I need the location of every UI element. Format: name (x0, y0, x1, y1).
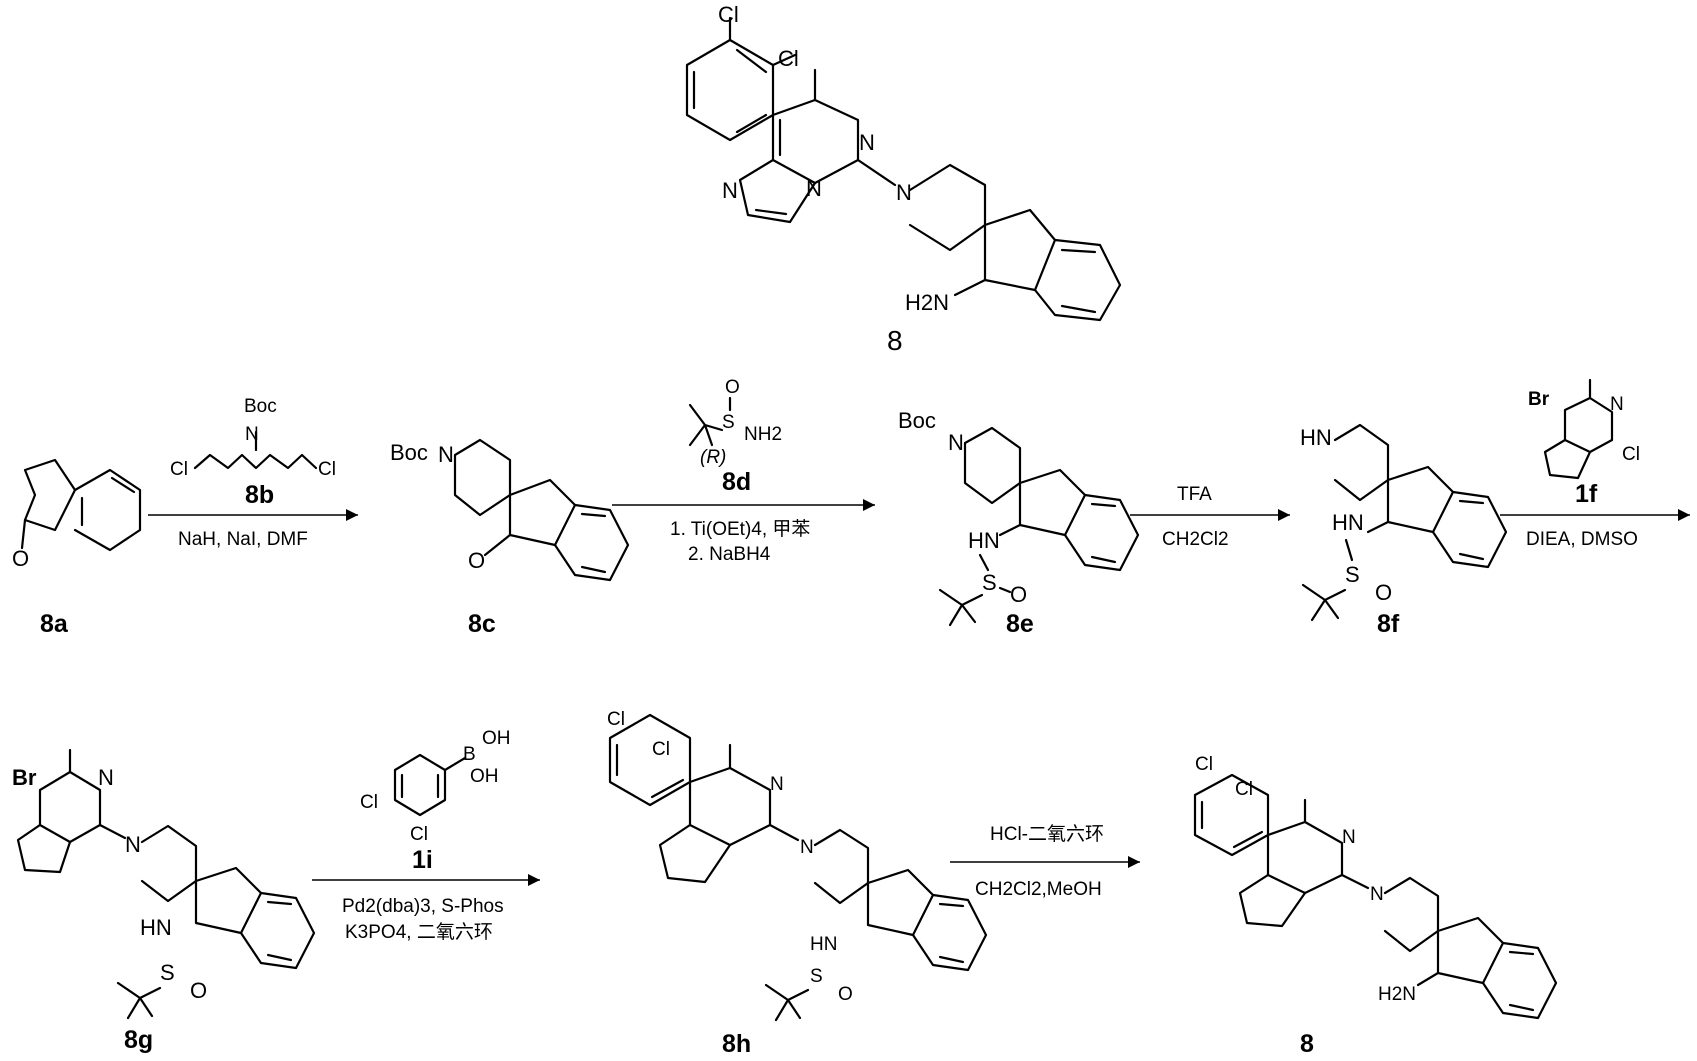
8f-o: O (1375, 580, 1392, 605)
step5: B OH OH Cl Cl 1i Pd2(dba)3, S-Phos K3PO4… (312, 728, 540, 943)
step4: Br N Cl 1f DIEA, DMSO (1500, 380, 1690, 550)
8h-hn: HN (810, 934, 837, 955)
target-n-ring: N (859, 130, 875, 155)
cond-step6-line2: CH2Cl2,MeOH (975, 879, 1102, 900)
cond-step1: NaH, NaI, DMF (178, 529, 308, 550)
label-8g: 8g (124, 1026, 153, 1054)
8c-o: O (468, 548, 485, 573)
target-n-pip: N (896, 180, 912, 205)
structure-8e: Boc N HN S O (898, 408, 1138, 625)
8g-s: S (160, 960, 175, 985)
cond-step2-line1: 1. Ti(OEt)4, 甲苯 (670, 518, 810, 540)
8f-s: S (1345, 562, 1360, 587)
8h-s: S (810, 966, 823, 987)
label-8-final: 8 (1300, 1030, 1314, 1058)
8e-boc: Boc (898, 408, 936, 433)
8d-config: (R) (700, 447, 726, 468)
8d-s: S (722, 412, 735, 433)
label-8a: 8a (40, 610, 69, 638)
cond-step3-line2: CH2Cl2 (1162, 529, 1229, 550)
cond-step2-line2: 2. NaBH4 (688, 544, 771, 565)
target-structure: Cl Cl N N N N H2N (687, 2, 1120, 320)
1i-cl2: Cl (410, 824, 428, 845)
8b-boc: Boc (244, 396, 277, 417)
8h-cl2: Cl (652, 739, 670, 760)
1i-oh2: OH (470, 766, 499, 787)
8h-o: O (838, 984, 853, 1005)
step3: TFA CH2Cl2 (1130, 484, 1290, 550)
8e-hn: HN (968, 528, 1000, 553)
target-n-imid: N (722, 178, 738, 203)
label-8f: 8f (1377, 610, 1400, 638)
8g-o: O (190, 978, 207, 1003)
structure-8h: Cl Cl N N HN S O (607, 709, 986, 1020)
step6: HCl-二氧六环 CH2Cl2,MeOH (950, 823, 1140, 900)
8b-n: N (245, 424, 259, 445)
structure-8c: Boc N O (390, 440, 628, 580)
8h-n-pip: N (800, 837, 814, 858)
8-cl1: Cl (1195, 754, 1213, 775)
structure-8-final: Cl Cl N N H2N (1195, 754, 1556, 1018)
8b-cl1: Cl (170, 459, 188, 480)
1i-b: B (463, 744, 476, 765)
structure-8a: O (12, 460, 140, 571)
8b-cl2: Cl (318, 459, 336, 480)
step1: N Boc Cl Cl 8b NaH, NaI, DMF (148, 396, 358, 550)
8d-o: O (725, 377, 740, 398)
1i-oh1: OH (482, 728, 511, 749)
structure-8f: HN HN S O (1300, 425, 1506, 620)
target-cl2: Cl (718, 2, 739, 27)
8e-s: S (982, 570, 997, 595)
label-8e: 8e (1006, 610, 1034, 638)
8f-hn2: HN (1332, 510, 1364, 535)
label-8c: 8c (468, 610, 496, 638)
structure-8g: Br N N HN S O (12, 750, 314, 1018)
step2: O S NH2 (R) 8d 1. Ti(OEt)4, 甲苯 2. NaBH4 (612, 377, 875, 565)
8g-br: Br (12, 765, 37, 790)
8-n: N (1342, 827, 1356, 848)
1f-cl: Cl (1622, 444, 1640, 465)
label-8h: 8h (722, 1030, 751, 1058)
8g-n-pip: N (125, 832, 141, 857)
8c-boc: Boc (390, 440, 428, 465)
cond-step4: DIEA, DMSO (1526, 529, 1638, 550)
8c-n: N (438, 442, 454, 467)
8g-n: N (98, 765, 114, 790)
8h-n: N (770, 774, 784, 795)
reagent-8d: 8d (722, 468, 751, 496)
cond-step5-line2: K3PO4, 二氧六环 (345, 921, 493, 943)
target-label: 8 (887, 325, 903, 356)
reagent-1f: 1f (1575, 480, 1598, 508)
cond-step3-line1: TFA (1177, 484, 1212, 505)
8-n-pip: N (1370, 884, 1384, 905)
8e-n: N (948, 430, 964, 455)
8d-nh2: NH2 (744, 424, 782, 445)
8g-hn: HN (140, 915, 172, 940)
1i-cl1: Cl (360, 792, 378, 813)
reagent-8b: 8b (245, 481, 274, 509)
8f-hn: HN (1300, 425, 1332, 450)
8e-o: O (1010, 582, 1027, 607)
8-h2n: H2N (1378, 984, 1416, 1005)
8-cl2: Cl (1235, 779, 1253, 800)
8a-o: O (12, 546, 29, 571)
target-cl1: Cl (778, 46, 799, 71)
8h-cl1: Cl (607, 709, 625, 730)
1f-n: N (1610, 394, 1624, 415)
cond-step6-line1: HCl-二氧六环 (990, 823, 1104, 845)
reagent-1i: 1i (412, 846, 433, 874)
1f-br: Br (1528, 389, 1550, 410)
cond-step5-line1: Pd2(dba)3, S-Phos (342, 896, 504, 917)
target-n-bridge: N (806, 176, 822, 201)
target-h2n: H2N (905, 290, 949, 315)
